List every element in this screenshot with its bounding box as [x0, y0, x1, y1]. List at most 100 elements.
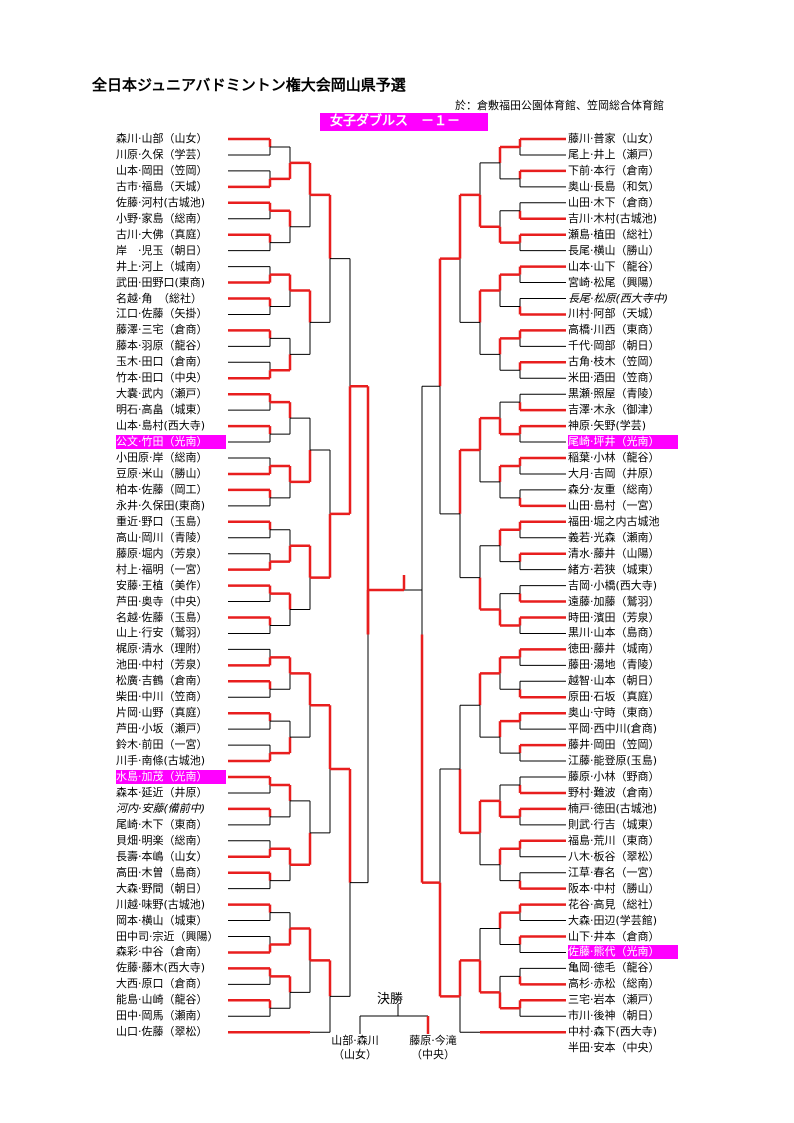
left-team-entry: 片岡·山野（真庭）	[116, 706, 208, 720]
left-team-entry: 藤本·羽原（龍谷）	[116, 339, 208, 353]
left-team-entry: 重近·野口（玉島）	[116, 514, 208, 528]
right-team-entry: 黒瀬·照屋（青陵）	[568, 387, 660, 401]
right-team-entry: 江藤·能登原(玉島)	[568, 754, 658, 768]
right-team-entry: 原田·石坂（真庭）	[568, 690, 660, 704]
left-team-entry: 大西·原口（倉商）	[116, 977, 208, 991]
left-team-entry: 水島·加茂（光南）	[116, 770, 226, 784]
left-team-entry: 名越·角 （総社）	[116, 291, 202, 305]
left-team-entry: 尾崎·木下（東商）	[116, 817, 208, 831]
left-team-entry: 公文·竹田（光南）	[116, 435, 226, 450]
finalist-left: 山部·森川 （山女）	[318, 1034, 392, 1062]
right-team-entry: 花谷·高見（総社）	[568, 897, 660, 911]
final-label: 決勝	[377, 992, 404, 1007]
right-team-entry: 楠戸·徳田(古城池)	[568, 801, 658, 815]
right-team-entry: 藤原·小林（野商）	[568, 770, 660, 783]
left-team-entry: 明石·高畠（城東）	[116, 403, 208, 417]
right-team-entry: 清水·藤井（山陽）	[568, 546, 660, 560]
right-team-entry: 黒川·山本（島商）	[568, 626, 660, 640]
right-team-entry: 藤田·湯地（青陵）	[568, 658, 660, 672]
left-team-entry: 芦田·奥寺（中央）	[116, 594, 208, 608]
left-team-entry: 佐藤·藤木(西大寺)	[116, 961, 206, 975]
right-team-entry: 下前·本行（倉南）	[568, 163, 660, 177]
right-team-entry: 神原·矢野(学芸)	[568, 419, 647, 433]
right-team-entry: 尾崎·坪井（光南）	[568, 435, 678, 450]
right-team-entry: 山下·井本（倉商）	[568, 929, 660, 943]
left-team-entry: 川手·南條(古城池)	[116, 754, 206, 768]
left-team-entry: 岸 ·児玉（朝日）	[116, 243, 208, 257]
right-team-entry: 越智·山本（朝日）	[568, 674, 660, 688]
right-team-entry: 古角·枝木（笠岡）	[568, 355, 660, 369]
left-team-entry: 森川·山部（山女）	[116, 132, 208, 145]
right-team-entry: 奥山·長島（和気）	[568, 179, 660, 193]
left-team-entry: 川越·味野(古城池)	[116, 897, 206, 911]
right-team-entry: 中村·森下(西大寺)	[568, 1025, 658, 1039]
venue-text: 於：倉敷福田公園体育館、笠岡総合体育館	[455, 99, 664, 112]
left-team-entry: 池田·中村（芳泉）	[116, 658, 208, 672]
left-team-entry: 山上·行安（鷲羽）	[116, 626, 208, 640]
left-team-entry: 古市·福島（天城）	[116, 179, 208, 193]
left-team-entry: 山本·岡田（笠岡）	[116, 163, 208, 177]
right-team-entry: 佐藤·熊代（光南）	[568, 945, 678, 960]
right-team-entry: 半田·安本（中央）	[568, 1041, 660, 1055]
right-team-entry: 奥山·守時（東商）	[568, 706, 660, 720]
left-team-entry: 名越·佐藤（玉島）	[116, 610, 208, 624]
right-team-entry: 福島·荒川（東商）	[568, 833, 660, 847]
right-team-entry: 森分·友重（総南）	[568, 482, 660, 496]
left-team-entry: 武田·田野口(東商)	[116, 275, 206, 289]
right-team-entry: 江草·春名（一宮）	[568, 865, 660, 879]
finalist-left-names: 山部·森川	[331, 1034, 379, 1047]
right-team-entry: 野村·難波（倉南）	[568, 785, 660, 799]
right-team-entry: 三宅·岩本（瀬戸）	[568, 993, 660, 1007]
right-team-entry: 吉川·木村(古城池)	[568, 211, 658, 225]
finalist-right-school: （中央）	[411, 1048, 455, 1061]
left-team-entry: 梶原·清水（理附）	[116, 642, 208, 656]
right-team-entry: 川村·阿部（天城）	[568, 307, 660, 321]
right-team-entry: 大月·吉岡（井原）	[568, 466, 660, 480]
right-team-entry: 則武·行吉（城東）	[568, 817, 660, 831]
left-team-entry: 柏本·佐藤（岡工）	[116, 482, 208, 496]
event-title-badge: 女子ダブルス －１－	[320, 113, 488, 131]
right-team-entry: 山本·山下（龍谷）	[568, 259, 660, 273]
right-team-entry: 山田·木下（倉商）	[568, 195, 660, 209]
left-team-entry: 永井·久保田(東商)	[116, 498, 206, 512]
left-team-entry: 豆原·米山（勝山）	[116, 466, 208, 480]
finalist-right: 藤原·今滝 （中央）	[396, 1034, 470, 1062]
left-team-entry: 柴田·中川（笠商）	[116, 690, 208, 704]
right-team-entry: 高杉·赤松（総南）	[568, 977, 660, 991]
left-team-entry: 鈴木·前田（一宮）	[116, 738, 208, 752]
left-team-entry: 山口·佐藤（翠松）	[116, 1025, 208, 1039]
right-team-entry: 藤川·普家（山女）	[568, 132, 660, 145]
right-team-entry: 長尾·横山（勝山）	[568, 243, 660, 257]
left-team-entry: 松廣·吉鶴（倉南）	[116, 674, 208, 688]
left-team-entry: 森本·延近（井原）	[116, 785, 208, 799]
right-team-entry: 亀岡·徳毛（龍谷）	[568, 961, 660, 975]
finalist-right-names: 藤原·今滝	[409, 1034, 457, 1047]
left-team-entry: 藤原·堀内（芳泉）	[116, 546, 208, 560]
left-team-entry: 河内·安藤(備前中)	[116, 801, 206, 815]
left-team-entry: 小野·家島（総南）	[116, 211, 208, 225]
left-team-entry: 玉木·田口（倉南）	[116, 355, 208, 369]
right-team-entry: 阪本·中村（勝山）	[568, 881, 660, 895]
left-team-entry: 川原·久保（学芸）	[116, 147, 208, 161]
finalist-left-school: （山女）	[333, 1048, 377, 1061]
left-team-entry: 貝畑·明楽（総南）	[116, 833, 208, 847]
left-team-entry: 藤澤·三宅（倉商）	[116, 323, 208, 337]
left-team-entry: 高田·木曽（島商）	[116, 865, 208, 879]
left-team-entry: 山本·島村(西大寺)	[116, 419, 206, 433]
left-team-entry: 大嚢·武内（瀬戸）	[116, 387, 208, 401]
left-team-entry: 村上·福明（一宮）	[116, 562, 208, 576]
right-team-entry: 吉岡·小橋(西大寺)	[568, 578, 658, 592]
left-team-entry: 田中·岡馬（瀬南）	[116, 1009, 208, 1023]
right-team-entry: 平岡·西中川(倉商)	[568, 722, 658, 736]
left-team-entry: 井上·河上（城南）	[116, 259, 208, 273]
right-team-entry: 瀬島·植田（総社）	[568, 227, 660, 241]
left-team-entry: 芦田·小坂（瀬戸）	[116, 722, 208, 736]
left-team-entry: 大森·野間（朝日）	[116, 881, 208, 895]
right-team-entry: 徳田·藤井（城南）	[568, 642, 660, 656]
left-team-entry: 岡本·横山（城東）	[116, 913, 208, 927]
right-team-entry: 福田·堀之内古城池	[568, 514, 660, 528]
left-team-entry: 森彩·中谷（倉南）	[116, 945, 208, 959]
right-team-entry: 義若·光森（瀬南）	[568, 530, 660, 544]
right-team-entry: 緒方·若狭（城東）	[568, 562, 660, 576]
